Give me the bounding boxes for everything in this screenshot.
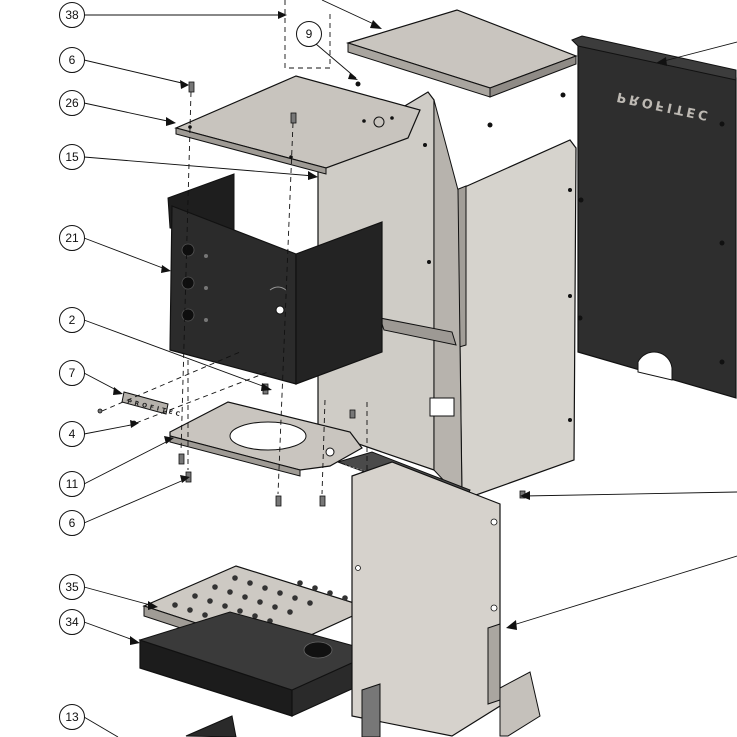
callout-38: 38	[59, 2, 85, 28]
brand-badge: PROFITEC	[121, 391, 184, 419]
callout-13: 13	[59, 704, 85, 730]
callout-4: 4	[59, 421, 85, 447]
callout-7-label: 7	[69, 366, 76, 380]
callout-38-label: 38	[65, 8, 79, 22]
callout-4-label: 4	[69, 427, 76, 441]
leader-lines	[83, 0, 737, 737]
callout-35: 35	[59, 574, 85, 600]
callout-21: 21	[59, 225, 85, 251]
lower-left-part	[185, 715, 237, 737]
callout-6-top: 6	[59, 47, 85, 73]
callout-11: 11	[59, 471, 85, 497]
leader-arrowheads	[113, 11, 667, 645]
callout-34: 34	[59, 609, 85, 635]
back-panel: PROFITEC	[571, 35, 737, 399]
callout-9: 9	[296, 21, 322, 47]
callout-26: 26	[59, 90, 85, 116]
drip-tray	[138, 611, 378, 717]
base-plate	[169, 401, 363, 477]
callout-2-label: 2	[69, 313, 76, 327]
callout-21-label: 21	[65, 231, 79, 245]
lower-back-plate	[351, 461, 541, 737]
callout-34-label: 34	[65, 615, 79, 629]
top-lid	[345, 9, 578, 128]
callout-35-label: 35	[65, 580, 79, 594]
callout-2: 2	[59, 307, 85, 333]
callout-6-bottom: 6	[59, 510, 85, 536]
callout-7: 7	[59, 360, 85, 386]
callout-6-top-label: 6	[69, 53, 76, 67]
callout-9-label: 9	[306, 27, 313, 41]
callout-15-label: 15	[65, 150, 79, 164]
callout-13-label: 13	[65, 710, 79, 724]
callout-26-label: 26	[65, 96, 79, 110]
callout-15: 15	[59, 144, 85, 170]
upper-plate	[174, 75, 421, 175]
assembly-lines	[101, 0, 368, 495]
callout-6-bottom-label: 6	[69, 516, 76, 530]
front-cover-black	[167, 173, 383, 385]
callout-11-label: 11	[66, 477, 79, 491]
